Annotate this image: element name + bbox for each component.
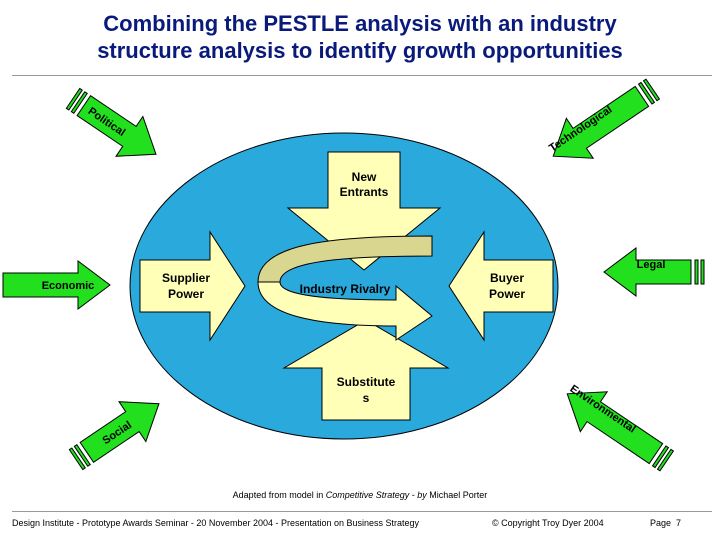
buyer-power-label-2: Power xyxy=(489,287,525,301)
page-label: Page xyxy=(650,518,672,528)
footer-divider xyxy=(12,511,712,512)
economic-label: Economic xyxy=(42,280,95,292)
substitutes-label-1: Substitute xyxy=(337,375,396,389)
new-entrants-label-1: New xyxy=(352,170,377,184)
legal-arrow: Legal xyxy=(603,247,705,297)
new-entrants-label-2: Entrants xyxy=(340,185,389,199)
page-number: 7 xyxy=(676,518,682,528)
social-arrow: Social xyxy=(62,383,173,481)
credit-author: Michael Porter xyxy=(426,490,488,500)
credit-book: Competitive Strategy - by xyxy=(325,490,427,500)
legal-label: Legal xyxy=(637,259,666,271)
footer-event-text: Design Institute - Prototype Awards Semi… xyxy=(12,518,420,528)
footer-copyright: © Copyright Troy Dyer 2004 xyxy=(492,518,604,528)
credit-prefix: Adapted from model in xyxy=(232,490,326,500)
source-credit: Adapted from model in Competitive Strate… xyxy=(0,490,720,500)
economic-arrow: Economic xyxy=(0,260,111,310)
title-line-2: structure analysis to identify growth op… xyxy=(97,38,623,63)
buyer-power-label-1: Buyer xyxy=(490,271,524,285)
slide-title: Combining the PESTLE analysis with an in… xyxy=(0,10,720,64)
industry-rivalry-label: Industry Rivalry xyxy=(300,282,391,296)
technological-arrow: Technological xyxy=(539,68,667,177)
industry-rivalry-arrow xyxy=(257,235,433,341)
industry-ellipse xyxy=(129,132,559,440)
supplier-power-label-2: Power xyxy=(168,287,204,301)
political-arrow: Political xyxy=(59,77,170,175)
supplier-power-arrow xyxy=(139,230,246,342)
footer-page: Page 7 xyxy=(650,518,681,528)
substitutes-arrow xyxy=(282,319,450,421)
environmental-arrow: Environmental xyxy=(553,373,681,482)
title-line-1: Combining the PESTLE analysis with an in… xyxy=(103,11,617,36)
substitutes-label-2: s xyxy=(363,391,370,405)
title-divider xyxy=(12,75,712,76)
buyer-power-arrow xyxy=(448,230,554,342)
supplier-power-label-1: Supplier xyxy=(162,271,210,285)
